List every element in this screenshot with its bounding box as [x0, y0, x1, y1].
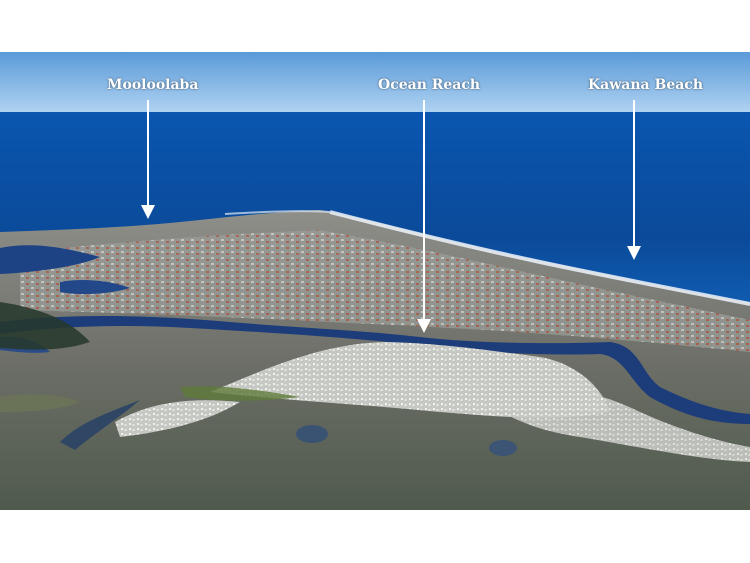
pond-2 — [489, 440, 517, 456]
canal-west-2 — [60, 280, 130, 295]
aerial-coastline-illustration — [0, 52, 750, 510]
estate-east — [470, 381, 750, 462]
pond-1 — [296, 425, 328, 443]
grass-clearing — [180, 386, 300, 401]
estate-west — [115, 400, 240, 437]
grass-west — [0, 394, 80, 412]
aerial-photo — [0, 52, 750, 510]
sky — [0, 52, 750, 114]
bushland-west — [0, 302, 90, 350]
suburbs-north — [20, 230, 750, 352]
surf-line — [329, 210, 750, 306]
label-kawana-beach: Kawana Beach — [588, 77, 704, 93]
canal-west — [0, 245, 100, 274]
label-ocean-reach: Ocean Reach — [378, 77, 481, 93]
river — [0, 316, 750, 424]
creek — [60, 400, 140, 450]
label-mooloolaba: Mooloolaba — [107, 77, 199, 93]
harbour-break — [224, 210, 331, 215]
